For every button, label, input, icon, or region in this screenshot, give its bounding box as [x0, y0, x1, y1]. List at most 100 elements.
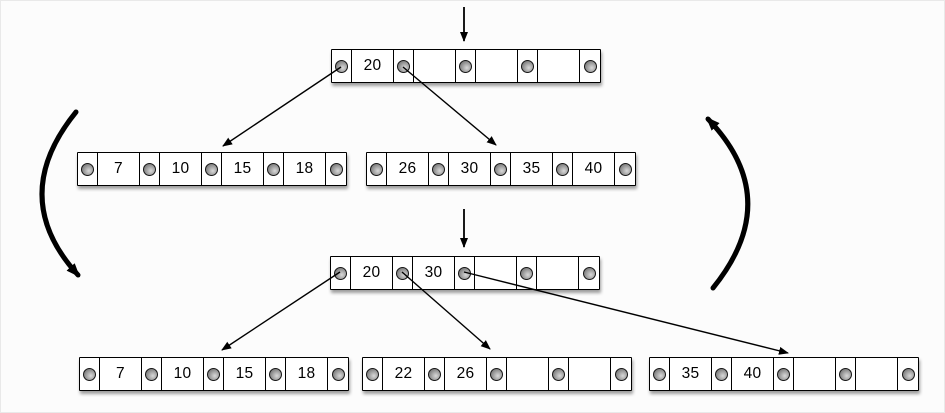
pointer-dot-icon — [267, 162, 280, 176]
pointer-dot-icon — [269, 367, 282, 381]
key-cell — [537, 257, 579, 289]
pointer-slot — [202, 153, 222, 185]
pointer-slot — [517, 257, 537, 289]
key-cell: 26 — [445, 358, 487, 390]
key-cell: 26 — [387, 153, 429, 185]
btree-node-top-leaf-right: 26 30 35 40 — [366, 152, 636, 186]
pointer-dot-icon — [145, 367, 158, 381]
pointer-dot-icon — [370, 162, 383, 176]
cycle-arrow-right — [705, 116, 751, 291]
pointer-dot-icon — [494, 162, 507, 176]
key-cell — [569, 358, 611, 390]
pointer-slot — [650, 358, 670, 390]
pointer-slot — [264, 153, 284, 185]
pointer-dot-icon — [329, 162, 343, 176]
pointer-dot-icon — [715, 367, 728, 381]
pointer-dot-icon — [777, 367, 790, 381]
cycle-arrow-left — [39, 109, 81, 278]
key-cell — [475, 257, 517, 289]
pointer-slot — [367, 153, 387, 185]
key-cell — [538, 50, 580, 82]
key-cell: 35 — [511, 153, 553, 185]
pointer-dot-icon — [81, 162, 94, 176]
key-cell: 10 — [160, 153, 202, 185]
pointer-dot-icon — [205, 162, 218, 176]
pointer-slot — [456, 50, 476, 82]
pointer-slot — [712, 358, 732, 390]
key-cell: 18 — [286, 358, 328, 390]
key-cell: 30 — [449, 153, 491, 185]
btree-node-top-leaf-left: 7 10 15 18 — [77, 152, 347, 186]
key-cell: 18 — [284, 153, 326, 185]
pointer-slot — [580, 50, 600, 82]
pointer-dot-icon — [901, 367, 915, 381]
pointer-slot — [615, 153, 635, 185]
key-cell: 22 — [383, 358, 425, 390]
pointer-slot — [328, 358, 348, 390]
pointer-slot — [394, 50, 414, 82]
pointer-slot — [774, 358, 794, 390]
pointer-slot — [80, 358, 100, 390]
key-cell: 15 — [224, 358, 266, 390]
key-cell — [794, 358, 836, 390]
key-cell — [414, 50, 456, 82]
pointer-slot — [140, 153, 160, 185]
key-cell: 15 — [222, 153, 264, 185]
btree-node-top-root: 20 — [331, 49, 601, 83]
pointer-dot-icon — [366, 367, 379, 381]
pointer-slot — [553, 153, 573, 185]
pointer-dot-icon — [618, 162, 632, 176]
pointer-slot — [266, 358, 286, 390]
pointer-slot — [491, 153, 511, 185]
key-cell: 20 — [352, 50, 394, 82]
pointer-dot-icon — [520, 266, 533, 280]
pointer-slot — [425, 358, 445, 390]
pointer-dot-icon — [556, 162, 569, 176]
key-cell — [856, 358, 898, 390]
pointer-dot-icon — [428, 367, 441, 381]
key-cell: 7 — [100, 358, 142, 390]
pointer-slot — [518, 50, 538, 82]
pointer-dot-icon — [582, 266, 596, 280]
pointer-slot — [487, 358, 507, 390]
btree-node-bottom-leaf-middle: 22 26 — [362, 357, 632, 391]
pointer-dot-icon — [396, 266, 409, 280]
pointer-dot-icon — [521, 59, 534, 73]
pointer-dot-icon — [335, 59, 348, 73]
pointer-slot — [331, 257, 351, 289]
pointer-dot-icon — [839, 367, 852, 381]
key-cell: 35 — [670, 358, 712, 390]
pointer-slot — [611, 358, 631, 390]
key-cell — [476, 50, 518, 82]
pointer-dot-icon — [83, 367, 96, 381]
pointer-dot-icon — [334, 266, 347, 280]
pointer-slot — [898, 358, 918, 390]
key-cell — [507, 358, 549, 390]
btree-node-bottom-leaf-left: 7 10 15 18 — [79, 357, 349, 391]
pointer-dot-icon — [143, 162, 156, 176]
key-cell: 7 — [98, 153, 140, 185]
pointer-dot-icon — [490, 367, 503, 381]
pointer-dot-icon — [653, 367, 666, 381]
pointer-dot-icon — [432, 162, 445, 176]
pointer-slot — [455, 257, 475, 289]
pointer-dot-icon — [459, 59, 472, 73]
pointer-slot — [142, 358, 162, 390]
pointer-dot-icon — [331, 367, 345, 381]
pointer-dot-icon — [397, 59, 410, 73]
pointer-slot — [429, 153, 449, 185]
pointer-slot — [579, 257, 599, 289]
pointer-slot — [836, 358, 856, 390]
pointer-dot-icon — [614, 367, 628, 381]
pointer-slot — [326, 153, 346, 185]
pointer-dot-icon — [207, 367, 220, 381]
key-cell: 30 — [413, 257, 455, 289]
key-cell: 40 — [573, 153, 615, 185]
pointer-slot — [549, 358, 569, 390]
key-cell: 10 — [162, 358, 204, 390]
pointer-slot — [78, 153, 98, 185]
pointer-slot — [204, 358, 224, 390]
